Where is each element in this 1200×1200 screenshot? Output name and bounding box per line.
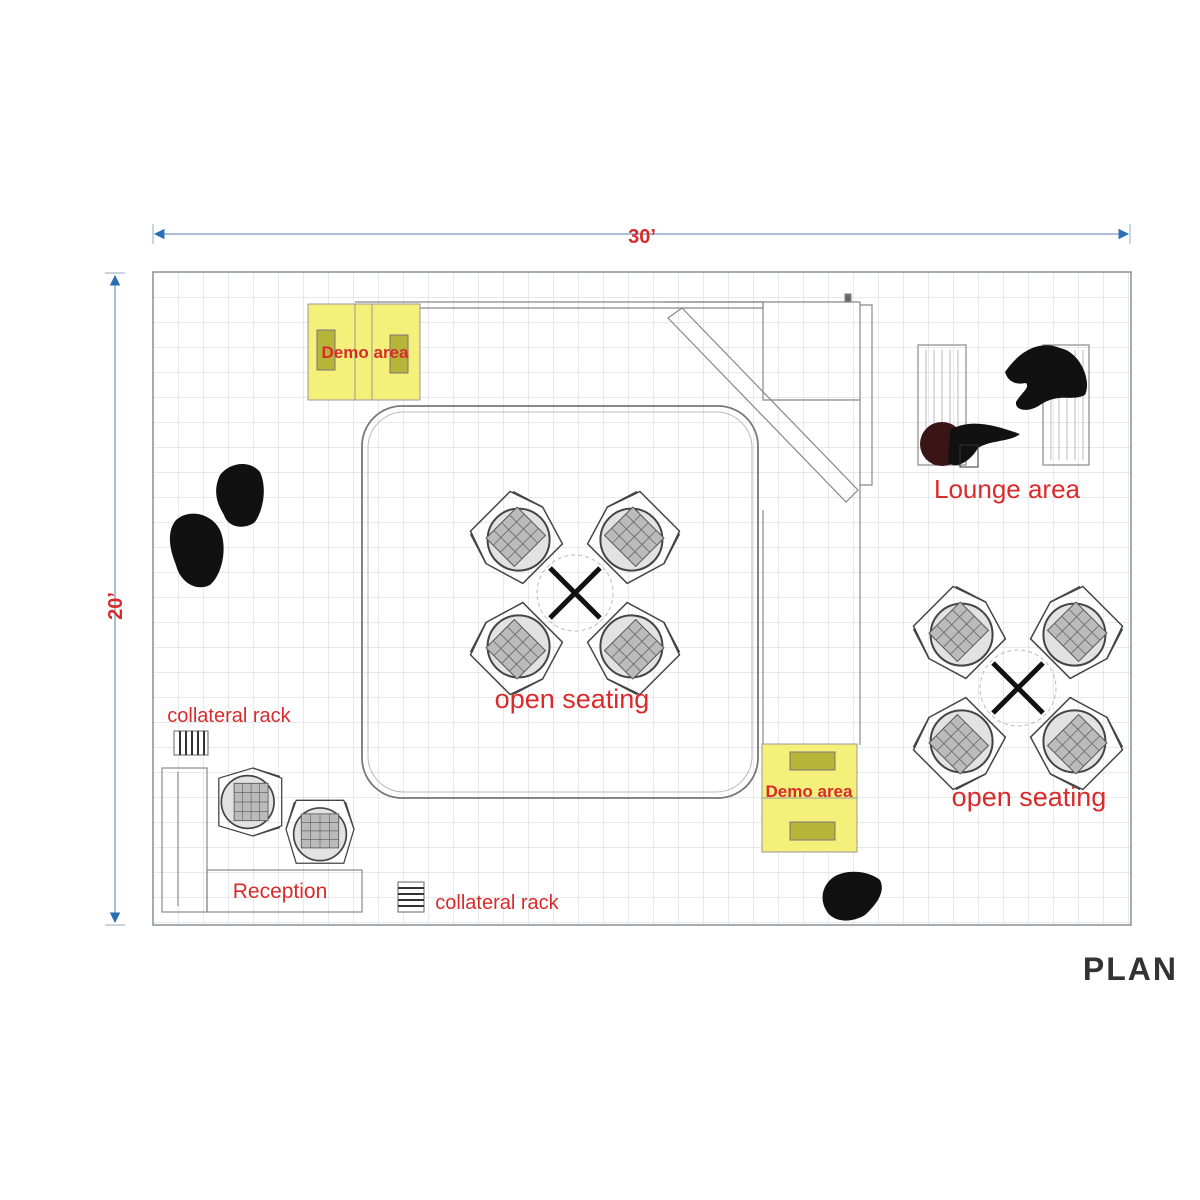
plan-title: PLAN	[1083, 951, 1178, 987]
person-figure-icon	[822, 871, 882, 921]
person-figure-icon	[1005, 345, 1088, 410]
lounge-area-label: Lounge area	[934, 474, 1081, 504]
collateral-rack-left-label: collateral rack	[167, 705, 291, 727]
demo-area-top: Demo area	[307, 303, 421, 401]
open-seating-center-label: open seating	[495, 684, 650, 714]
reception-label: Reception	[233, 880, 328, 903]
people-left	[169, 464, 264, 588]
demo-area-bottom: Demo area	[761, 743, 858, 853]
height-label: 20’	[105, 592, 127, 620]
lounge-area: Lounge area	[917, 344, 1090, 504]
center-carpet-area	[361, 405, 759, 799]
open-seating-right-label: open seating	[952, 782, 1107, 812]
width-dimension: 30’	[152, 224, 1131, 248]
person-figure-icon	[948, 423, 1020, 466]
person-figure-icon	[169, 513, 224, 588]
reception-counter	[161, 767, 363, 913]
collateral-rack-left	[173, 730, 209, 756]
height-dimension: 20’	[105, 272, 127, 926]
demo-area-top-label: Demo area	[322, 343, 409, 362]
width-label: 30’	[628, 226, 656, 248]
person-figure-icon	[216, 464, 264, 527]
collateral-rack-bottom-label: collateral rack	[435, 892, 559, 914]
collateral-rack-bottom	[397, 881, 425, 913]
back-wall-structure	[355, 293, 873, 745]
demo-area-bottom-label: Demo area	[766, 782, 853, 801]
